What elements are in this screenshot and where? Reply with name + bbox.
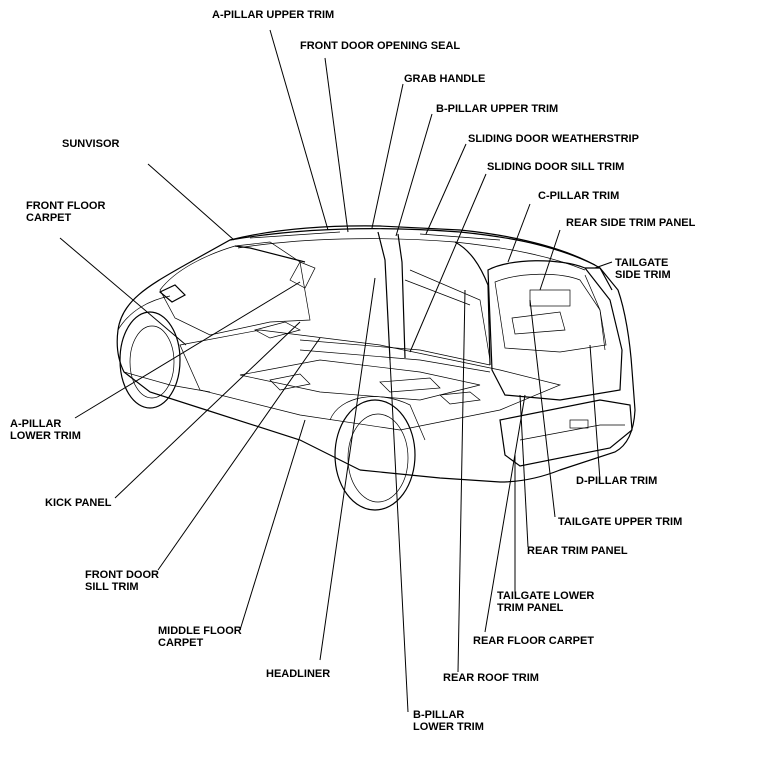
label-front-floor-carpet: FRONT FLOOR CARPET xyxy=(26,200,106,224)
label-sliding-door-weatherstrip: SLIDING DOOR WEATHERSTRIP xyxy=(468,133,639,145)
label-grab-handle: GRAB HANDLE xyxy=(404,73,486,85)
label-sunvisor: SUNVISOR xyxy=(62,138,120,150)
label-b-pillar-upper-trim: B-PILLAR UPPER TRIM xyxy=(436,103,559,115)
label-a-pillar-upper-trim: A-PILLAR UPPER TRIM xyxy=(212,9,335,21)
label-rear-floor-carpet: REAR FLOOR CARPET xyxy=(473,635,594,647)
label-front-door-opening-seal: FRONT DOOR OPENING SEAL xyxy=(300,40,461,52)
leader-lines xyxy=(59,29,613,713)
label-tailgate-lower-trim-panel: TAILGATE LOWER TRIM PANEL xyxy=(497,590,595,614)
label-kick-panel: KICK PANEL xyxy=(45,497,112,509)
label-b-pillar-lower-trim: B-PILLAR LOWER TRIM xyxy=(413,709,484,733)
label-d-pillar-trim: D-PILLAR TRIM xyxy=(576,475,658,487)
label-headliner: HEADLINER xyxy=(266,668,331,680)
label-tailgate-side-trim: TAILGATE SIDE TRIM xyxy=(615,257,671,281)
label-a-pillar-lower-trim: A-PILLAR LOWER TRIM xyxy=(10,418,81,442)
label-rear-side-trim-panel: REAR SIDE TRIM PANEL xyxy=(566,217,696,229)
label-rear-roof-trim: REAR ROOF TRIM xyxy=(443,672,539,684)
label-rear-trim-panel: REAR TRIM PANEL xyxy=(527,545,628,557)
label-front-door-sill-trim: FRONT DOOR SILL TRIM xyxy=(85,569,159,593)
label-c-pillar-trim: C-PILLAR TRIM xyxy=(538,190,620,202)
label-sliding-door-sill-trim: SLIDING DOOR SILL TRIM xyxy=(487,161,625,173)
label-middle-floor-carpet: MIDDLE FLOOR CARPET xyxy=(158,625,242,649)
minivan-drawing xyxy=(116,225,636,511)
label-tailgate-upper-trim: TAILGATE UPPER TRIM xyxy=(558,516,683,528)
